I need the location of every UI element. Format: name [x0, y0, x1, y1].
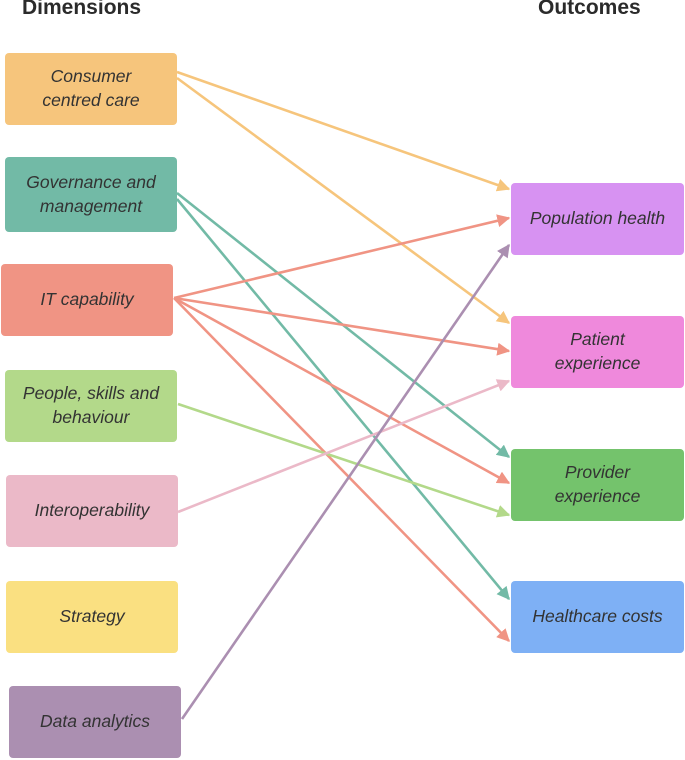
dimension-people-box: People, skills and behaviour: [5, 370, 177, 442]
dimension-label: IT capability: [40, 289, 134, 310]
dimension-it-box: IT capability: [1, 264, 173, 336]
dimension-label: People, skills and behaviour: [22, 383, 160, 427]
dimensions-header: Dimensions: [22, 0, 142, 19]
outcome-label: Population health: [529, 208, 666, 229]
link-analytics-to-pop: [180, 243, 511, 720]
dimension-label: Consumer centred care: [42, 66, 140, 110]
link-consumer-to-patient: [176, 76, 511, 325]
outcome-pop-box: Population health: [511, 183, 684, 255]
link-it-to-patient: [173, 296, 511, 356]
dimension-label: Governance and management: [26, 171, 156, 216]
link-consumer-to-pop: [176, 70, 511, 192]
dimension-label: Strategy: [59, 606, 125, 627]
dimension-interop-box: Interoperability: [6, 475, 178, 547]
link-it-to-provider: [173, 296, 511, 485]
link-it-to-costs: [173, 297, 510, 642]
dimension-label: Interoperability: [34, 500, 150, 521]
outcome-patient-box: Patient experience: [511, 316, 684, 388]
dimension-analytics-box: Data analytics: [9, 686, 181, 758]
dimension-label: Data analytics: [40, 711, 150, 732]
dimension-governance-box: Governance and management: [5, 157, 177, 232]
outcome-costs-box: Healthcare costs: [511, 581, 684, 653]
outcomes-header: Outcomes: [538, 0, 641, 19]
link-interop-to-patient: [177, 379, 511, 514]
dimension-consumer-box: Consumer centred care: [5, 53, 177, 125]
outcome-label: Healthcare costs: [532, 606, 663, 627]
dimension-strategy-box: Strategy: [6, 581, 178, 653]
link-people-to-provider: [177, 402, 511, 518]
outcome-label: Patient experience: [554, 329, 641, 373]
link-it-to-pop: [173, 214, 511, 300]
outcome-provider-box: Provider experience: [511, 449, 684, 521]
outcome-label: Provider experience: [554, 462, 641, 506]
link-governance-to-costs: [175, 198, 511, 601]
